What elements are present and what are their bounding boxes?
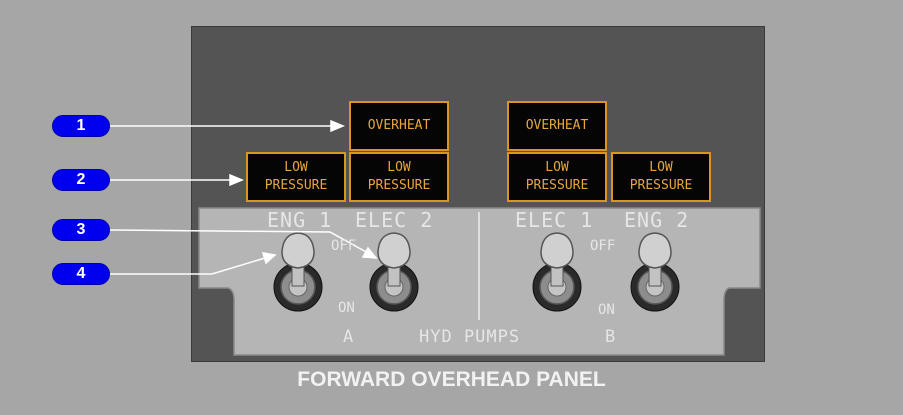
- label-elec2: ELEC 2: [355, 208, 434, 232]
- label-system-a: A: [343, 327, 355, 347]
- panel-caption: FORWARD OVERHEAD PANEL: [297, 368, 606, 391]
- label-elec1: ELEC 1: [515, 208, 594, 232]
- low-pressure-light-elec2: LOW PRESSURE: [349, 152, 449, 202]
- callout-badge-1: 1: [52, 115, 110, 137]
- label-eng2: ENG 2: [624, 208, 690, 232]
- callout-badge-3: 3: [52, 219, 110, 241]
- toggle-switch-eng2[interactable]: [630, 232, 680, 312]
- arrowhead-2: [229, 173, 244, 187]
- callout-badge-4: 4: [52, 263, 110, 285]
- arrowhead-3: [361, 246, 378, 259]
- label-on-left: ON: [338, 300, 355, 316]
- callout-badge-2: 2: [52, 169, 110, 191]
- toggle-switch-eng1[interactable]: [273, 232, 323, 312]
- label-eng1: ENG 1: [267, 208, 333, 232]
- low-pressure-light-eng2: LOW PRESSURE: [611, 152, 711, 202]
- label-on-right: ON: [598, 302, 615, 318]
- overheat-light-left: OVERHEAT: [349, 101, 449, 151]
- leader-line-3: [109, 229, 369, 254]
- low-pressure-light-eng1: LOW PRESSURE: [246, 152, 346, 202]
- label-off-right: OFF: [590, 238, 616, 254]
- low-pressure-light-elec1: LOW PRESSURE: [507, 152, 607, 202]
- arrowhead-1: [330, 119, 345, 133]
- toggle-switch-elec2[interactable]: [369, 232, 419, 312]
- overheat-light-right: OVERHEAT: [507, 101, 607, 151]
- arrowhead-4: [261, 252, 277, 265]
- label-hyd-pumps: HYD PUMPS: [419, 327, 521, 347]
- toggle-switch-elec1[interactable]: [532, 232, 582, 312]
- label-system-b: B: [605, 327, 617, 347]
- leader-line-4: [110, 257, 266, 275]
- label-off-left: OFF: [331, 238, 357, 254]
